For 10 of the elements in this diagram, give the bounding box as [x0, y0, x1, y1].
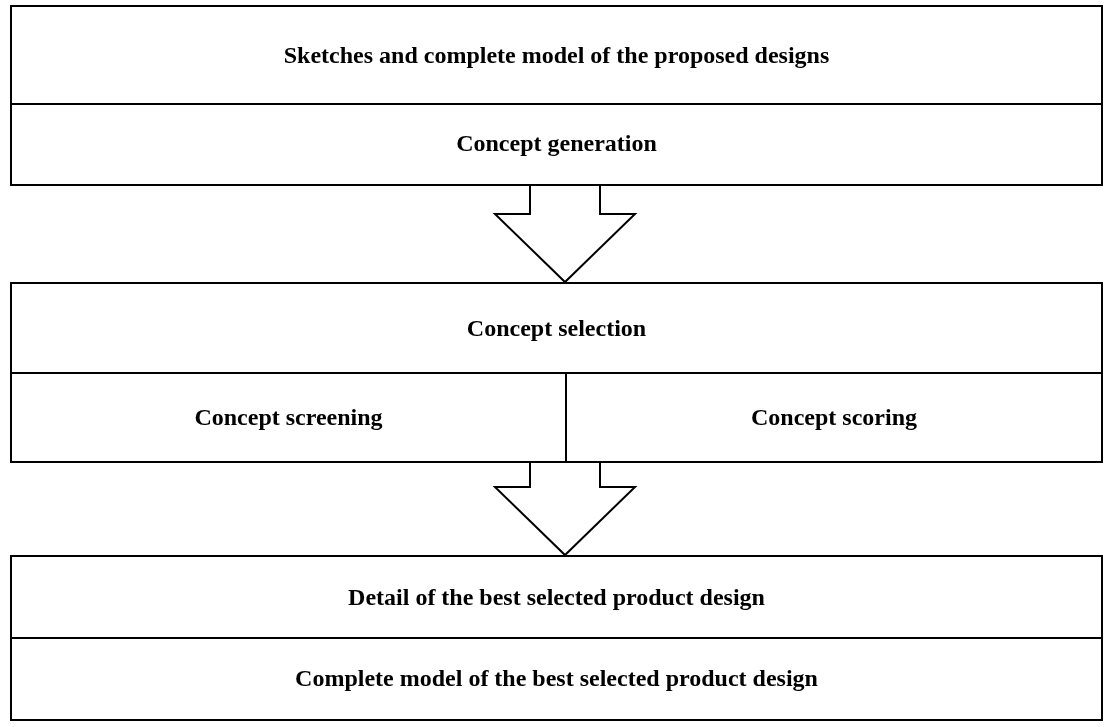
box-heading: Concept selection — [466, 314, 647, 342]
block-arrow — [492, 185, 638, 284]
box-heading: Sketches and complete model of the proposed designs — [283, 41, 830, 69]
process-box — [10, 555, 1103, 721]
box-heading: Detail of the best selected product design — [348, 583, 765, 611]
process-box — [10, 5, 1103, 186]
process-box — [10, 282, 1103, 463]
box-text: Concept generation — [456, 130, 657, 157]
box-text: Complete model of the best selected product design — [295, 664, 818, 692]
block-arrow — [492, 462, 638, 557]
